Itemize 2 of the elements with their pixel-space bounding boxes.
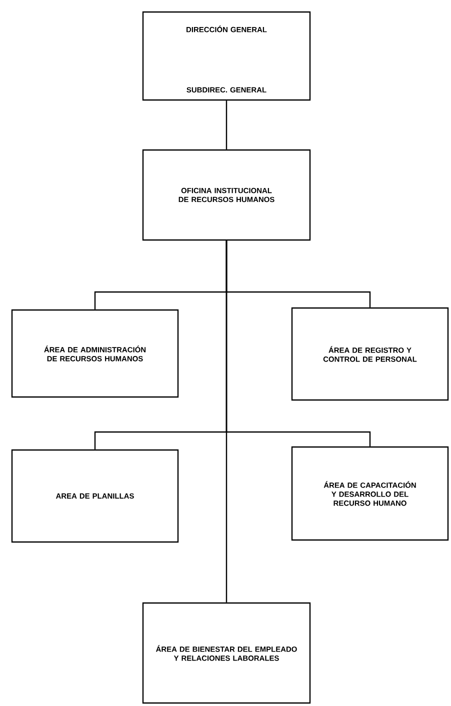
- connector-line: [226, 240, 228, 602]
- connector-line: [226, 100, 228, 150]
